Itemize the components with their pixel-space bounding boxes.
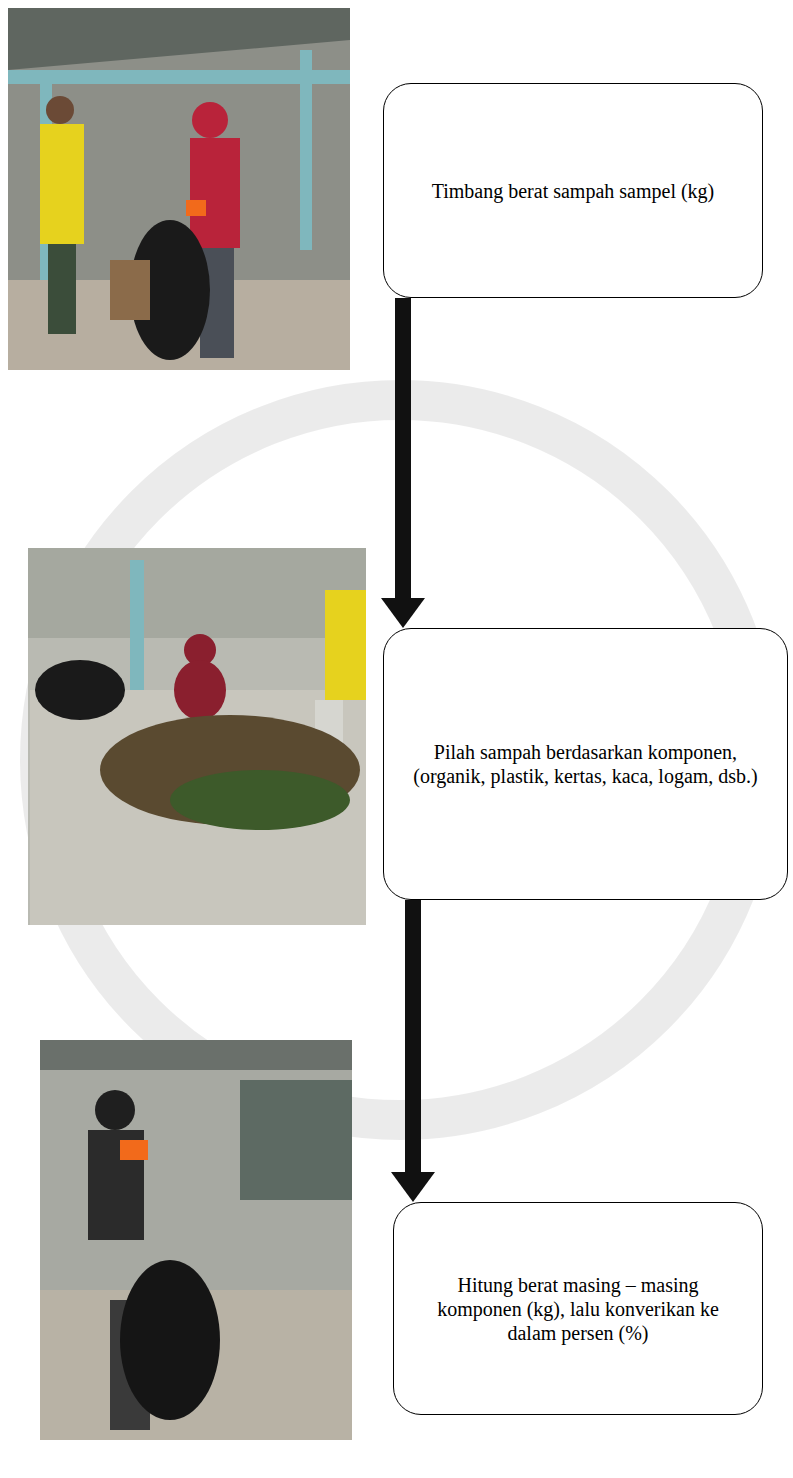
flow-arrow [381,298,425,628]
process-box: Pilah sampah berdasarkan komponen, (orga… [383,628,788,900]
photo-sorting [28,548,366,925]
step-text: Hitung berat masing – masing komponen (k… [416,1273,740,1345]
photo-weighing-components [40,1040,352,1440]
process-box: Timbang berat sampah sampel (kg) [383,83,763,298]
step-text: Timbang berat sampah sampel (kg) [432,179,715,203]
photo-weighing [8,8,350,370]
step-text: Pilah sampah berdasarkan komponen, (orga… [406,740,765,788]
flow-arrow [391,900,435,1202]
process-box: Hitung berat masing – masing komponen (k… [393,1202,763,1415]
